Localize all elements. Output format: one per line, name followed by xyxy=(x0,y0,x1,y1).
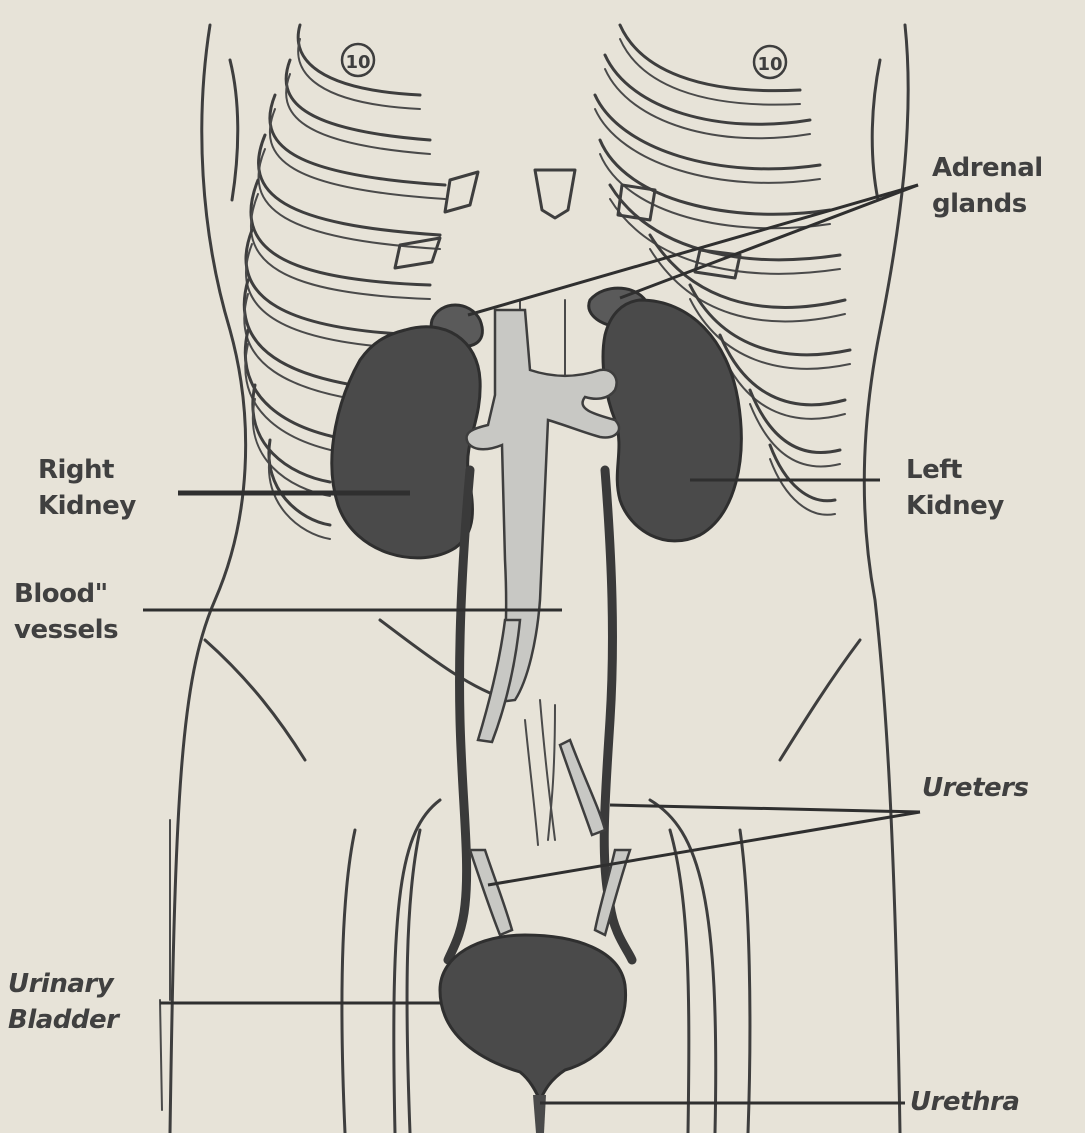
label-adrenal-glands: Adrenal glands xyxy=(932,150,1043,222)
sternum-tip xyxy=(535,170,575,218)
label-left-kidney: Left Kidney xyxy=(906,452,1004,524)
label-urinary-bladder-line1: Urinary xyxy=(8,966,118,1002)
urinary-bladder xyxy=(440,935,626,1100)
label-right-kidney: Right Kidney xyxy=(38,452,136,524)
right-kidney xyxy=(332,327,480,558)
costal-cartilage xyxy=(395,238,440,268)
urethra xyxy=(533,1095,546,1133)
leader-ureter-left xyxy=(610,805,920,812)
leader-adrenal-left xyxy=(620,185,918,298)
label-urethra-line1: Urethra xyxy=(910,1084,1019,1120)
label-right-kidney-line2: Kidney xyxy=(38,488,136,524)
rib-arc xyxy=(720,335,845,405)
label-blood-vessels: Blood" vessels xyxy=(14,576,118,648)
label-urinary-bladder: Urinary Bladder xyxy=(8,966,118,1038)
label-blood-vessels-line2: vessels xyxy=(14,612,118,648)
label-ureters-line1: Ureters xyxy=(922,770,1028,806)
rib-arc-inner xyxy=(269,454,330,539)
label-blood-vessels-line1: Blood" xyxy=(14,576,118,612)
rib-arc xyxy=(269,440,330,525)
rib-arc-inner xyxy=(750,404,840,467)
costal-cartilage xyxy=(445,172,478,212)
rib-badge-right: 10 xyxy=(342,44,374,76)
rib-arc xyxy=(610,185,840,260)
blood-vessels xyxy=(466,310,619,742)
rib-badge-left: 10 xyxy=(754,46,786,78)
label-ureters: Ureters xyxy=(922,770,1028,806)
label-urinary-bladder-line2: Bladder xyxy=(8,1002,118,1038)
label-adrenal-glands-line1: Adrenal xyxy=(932,150,1043,186)
label-urethra: Urethra xyxy=(910,1084,1019,1120)
label-right-kidney-line1: Right xyxy=(38,452,136,488)
rib-arc-inner xyxy=(298,39,420,109)
rib-arc xyxy=(750,390,840,453)
label-left-kidney-line1: Left xyxy=(906,452,1004,488)
label-adrenal-glands-line2: glands xyxy=(932,186,1043,222)
label-left-kidney-line2: Kidney xyxy=(906,488,1004,524)
rib-arc xyxy=(595,95,820,169)
rib-number-right: 10 xyxy=(345,52,370,73)
rib-number-left: 10 xyxy=(757,54,782,75)
